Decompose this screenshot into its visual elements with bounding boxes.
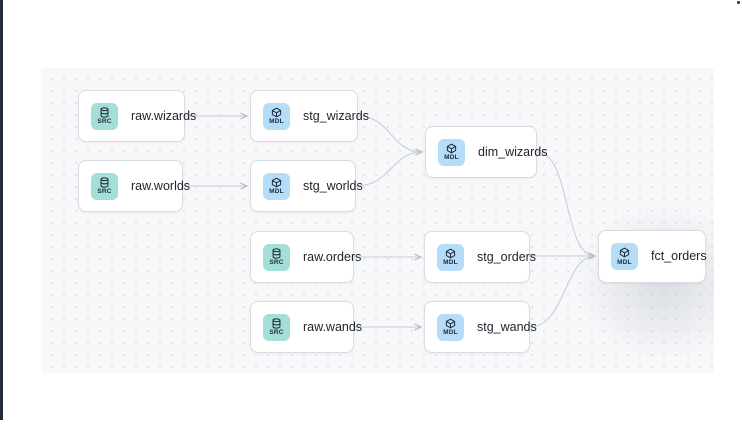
node-stg_wands[interactable]: MDL stg_wands — [424, 301, 537, 353]
model-type-badge: MDL — [263, 102, 290, 130]
node-raw_wizards[interactable]: SRC raw.wizards — [78, 90, 196, 142]
node-label: raw.worlds — [131, 178, 191, 193]
source-type-badge: SRC — [263, 313, 290, 341]
cube-icon — [445, 318, 456, 329]
database-icon — [99, 176, 110, 188]
node-label: raw.orders — [303, 249, 362, 264]
node-raw_worlds[interactable]: SRC raw.worlds — [78, 160, 190, 212]
database-icon — [271, 317, 282, 329]
window-left-edge — [0, 0, 3, 420]
node-raw_wands[interactable]: SRC raw.wands — [250, 301, 362, 353]
cube-icon — [445, 248, 456, 259]
cube-icon — [271, 107, 282, 118]
edges-layer — [183, 112, 597, 331]
edge-stg_worlds-to-dim_wizards — [355, 148, 424, 187]
edge-stg_wizards-to-dim_wizards — [357, 115, 424, 156]
edge-dim_wizards-to-fct_orders — [536, 151, 597, 260]
badge-label: MDL — [269, 118, 284, 125]
badge-label: MDL — [444, 154, 459, 161]
badge-label: MDL — [269, 188, 284, 195]
node-stg_worlds[interactable]: MDL stg_worlds — [250, 160, 363, 212]
node-raw_orders[interactable]: SRC raw.orders — [250, 231, 361, 283]
badge-label: SRC — [97, 188, 112, 195]
node-label: stg_worlds — [303, 178, 363, 193]
model-type-badge: MDL — [438, 138, 465, 166]
edge-stg_wands-to-fct_orders — [529, 252, 597, 328]
badge-label: MDL — [617, 258, 632, 266]
node-dim_wizards[interactable]: MDL dim_wizards — [425, 126, 547, 178]
window-corner-artifact — [737, 1, 740, 4]
node-stg_wizards[interactable]: MDL stg_wizards — [250, 90, 369, 142]
node-label: stg_orders — [477, 249, 537, 264]
badge-label: SRC — [97, 118, 112, 125]
database-icon — [271, 247, 282, 259]
model-type-badge: MDL — [437, 313, 464, 341]
node-label: fct_orders — [651, 249, 707, 264]
node-label: raw.wizards — [131, 108, 197, 123]
model-type-badge: MDL — [437, 243, 464, 271]
node-label: stg_wizards — [303, 108, 369, 123]
node-label: stg_wands — [477, 319, 537, 334]
badge-label: MDL — [443, 329, 458, 336]
source-type-badge: SRC — [91, 102, 118, 130]
badge-label: SRC — [269, 259, 284, 266]
source-type-badge: SRC — [263, 243, 290, 271]
node-stg_orders[interactable]: MDL stg_orders — [424, 231, 536, 283]
cube-icon — [619, 247, 630, 258]
badge-label: SRC — [269, 329, 284, 336]
cube-icon — [271, 177, 282, 188]
node-fct_orders[interactable]: MDL fct_orders — [598, 230, 707, 283]
database-icon — [99, 106, 110, 118]
node-label: dim_wizards — [478, 144, 548, 159]
model-type-badge: MDL — [263, 172, 290, 200]
badge-label: MDL — [443, 259, 458, 266]
cube-icon — [446, 143, 457, 154]
model-type-badge: MDL — [611, 243, 638, 270]
source-type-badge: SRC — [91, 172, 118, 200]
node-label: raw.wands — [303, 319, 363, 334]
